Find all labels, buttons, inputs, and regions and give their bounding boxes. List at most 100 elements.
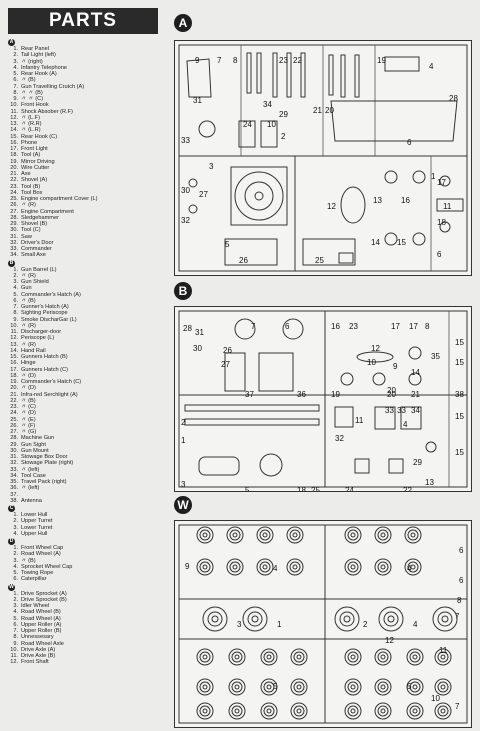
- road-wheel-shape: [286, 526, 304, 544]
- part-number-label: 27: [221, 360, 230, 369]
- part-number-label: 2: [181, 418, 186, 427]
- part-name: Travel Pack (right): [21, 479, 67, 485]
- part-name: Stowage Box Door: [21, 454, 68, 460]
- road-wheel-shape: [231, 651, 243, 663]
- part-number: 34.: [10, 472, 18, 479]
- road-wheel-shape: [440, 654, 446, 660]
- road-wheel-shape: [229, 529, 241, 541]
- road-wheel-shape: [407, 529, 419, 541]
- part-number-label: 16: [401, 196, 410, 205]
- part-name: Tool Case: [21, 472, 46, 479]
- part-number-label: 33: [385, 406, 394, 415]
- part-number: 30.: [10, 227, 18, 234]
- part-name: 〃 (L.R): [21, 127, 41, 134]
- part-number-label: 5: [245, 486, 250, 491]
- road-wheel-shape: [410, 564, 416, 570]
- section-badge: B: [8, 259, 15, 267]
- part-number: 21.: [10, 391, 18, 398]
- part-number: 33.: [10, 466, 18, 473]
- sprocket-shape: [387, 615, 395, 623]
- part-name: 〃 (G): [21, 429, 37, 435]
- part-number-label: 4: [403, 420, 408, 429]
- road-wheel-shape: [266, 684, 272, 690]
- part-number-label: 21: [313, 106, 322, 115]
- part-number: 25.: [10, 196, 18, 202]
- part-name: Shock Absober (R.F): [21, 108, 73, 115]
- road-wheel-shape: [228, 678, 246, 696]
- part-list-item: 28.Sledgehammer: [8, 215, 168, 221]
- part-number: 25.: [10, 416, 18, 423]
- part-list-item: 34.Tool Case: [8, 473, 168, 479]
- part-number-label: 15: [455, 338, 464, 347]
- sprocket-shape: [437, 611, 453, 627]
- part-name: 〃 (B): [21, 397, 36, 404]
- road-wheel-shape: [256, 526, 274, 544]
- part-number-label: 25: [311, 486, 320, 491]
- part-number: 6.: [13, 297, 18, 304]
- part-number-label: 7: [217, 56, 222, 65]
- part-list-item: 9.Smoke DischarGar (L): [8, 317, 168, 323]
- part-number: 1.: [13, 545, 18, 551]
- part-number: 22.: [10, 177, 18, 184]
- part-name: Commander's Hatch (C): [21, 379, 82, 385]
- part-number-label: 29: [279, 110, 288, 119]
- part-number: 12.: [10, 114, 18, 121]
- road-wheel-shape: [344, 558, 362, 576]
- part-name: 〃 (B): [21, 557, 36, 564]
- part-list-item: 4.Gun: [8, 285, 168, 291]
- part-number: 20.: [10, 385, 18, 392]
- part-number: 11.: [10, 108, 18, 115]
- road-wheel-shape: [229, 561, 241, 573]
- part-number: 1.: [13, 512, 18, 518]
- part-name: Driver's Door: [21, 239, 54, 246]
- part-name: Sighting Periscope: [21, 310, 68, 317]
- road-wheel-shape: [260, 648, 278, 666]
- part-name: Towing Rope: [21, 570, 54, 576]
- part-name: Wire Cutter: [21, 164, 50, 171]
- part-list-item: 4.Road Wheel (B): [8, 609, 168, 615]
- road-wheel-shape: [231, 681, 243, 693]
- part-list-item: 1.Drive Sprocket (A): [8, 591, 168, 597]
- part-name: Hinge: [21, 360, 36, 367]
- part-list-item: 22.〃 (B): [8, 398, 168, 404]
- part-number-label: 9: [393, 362, 398, 371]
- part-list-item: 7.Gunner's Hatch (A): [8, 304, 168, 310]
- part-number-label: 27: [199, 190, 208, 199]
- road-wheel-shape: [234, 654, 240, 660]
- road-wheel-shape: [196, 648, 214, 666]
- part-number: 2.: [13, 596, 18, 603]
- part-name: 〃 (left): [21, 485, 40, 492]
- road-wheel-shape: [263, 651, 275, 663]
- road-wheel-shape: [263, 705, 275, 717]
- part-list-item: 20.〃 (D): [8, 385, 168, 391]
- road-wheel-shape: [374, 558, 392, 576]
- road-wheel-shape: [406, 678, 424, 696]
- road-wheel-shape: [434, 678, 452, 696]
- road-wheel-shape: [199, 561, 211, 573]
- part-list-item: 35.Travel Pack (right): [8, 479, 168, 485]
- road-wheel-shape: [196, 702, 214, 720]
- part-name: 〃 (right): [21, 58, 43, 65]
- part-name: Antenna: [21, 497, 42, 504]
- part-name: Drive Sprocket (A): [21, 590, 67, 597]
- part-number-label: 11: [443, 202, 452, 211]
- part-number: 27.: [10, 429, 18, 435]
- part-number-label: 9: [195, 56, 200, 65]
- part-name: Commander: [21, 246, 52, 252]
- part-number-label: 28: [449, 94, 458, 103]
- road-wheel-shape: [406, 648, 424, 666]
- road-wheel-shape: [292, 532, 298, 538]
- part-name: Upper Turret: [21, 518, 53, 525]
- part-name: Lower Hull: [21, 512, 48, 518]
- part-list-item: 28.Machine Gun: [8, 435, 168, 441]
- part-list-item: 7.Upper Roller (B): [8, 628, 168, 634]
- part-name: Commander's Hatch (A): [21, 291, 81, 298]
- part-number: 5.: [13, 291, 18, 298]
- part-name: Sprocket Wheel Cap: [21, 563, 73, 570]
- part-list-item: 3.Gun Shield: [8, 279, 168, 285]
- road-wheel-shape: [347, 681, 359, 693]
- part-name: Discharger-door: [21, 329, 62, 335]
- part-list-item: 17.Front Light: [8, 146, 168, 152]
- part-name: Drive Axle (A): [21, 646, 56, 653]
